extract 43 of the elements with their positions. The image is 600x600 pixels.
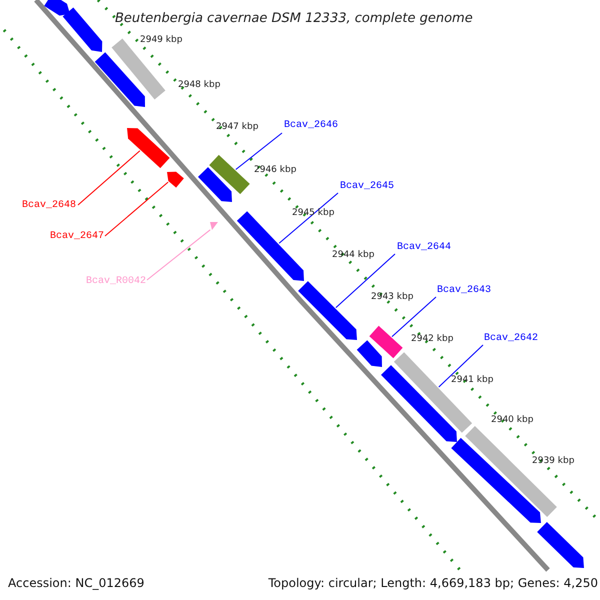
leader-line bbox=[335, 254, 396, 308]
position-label: 2939 kbp bbox=[532, 456, 574, 467]
leader-line bbox=[235, 132, 282, 170]
gene-label: Bcav_2643 bbox=[437, 284, 492, 297]
leader-line bbox=[278, 192, 338, 244]
title: Beutenbergia cavernae DSM 12333, complete genome bbox=[115, 10, 473, 28]
leader-line bbox=[438, 344, 484, 388]
position-label: 2945 kbp bbox=[292, 208, 334, 219]
gene-label: Bcav_2648 bbox=[22, 199, 76, 212]
position-label: 2943 kbp bbox=[371, 292, 414, 303]
gene-label: Bcav_2642 bbox=[484, 332, 538, 345]
position-label: 2944 kbp bbox=[332, 250, 374, 261]
leader-line bbox=[392, 296, 436, 338]
position-label: 2946 kbp bbox=[254, 165, 296, 176]
gene-segment bbox=[127, 128, 170, 168]
gene-label: Bcav_2646 bbox=[284, 119, 338, 132]
position-label: 2947 kbp bbox=[216, 122, 258, 133]
gene-segment bbox=[356, 340, 382, 367]
gene-bar bbox=[465, 426, 557, 517]
gene-label: Bcav_R0042 bbox=[86, 275, 146, 288]
position-label: 2942 kbp bbox=[411, 334, 454, 345]
gene-bar bbox=[209, 154, 250, 194]
gene-segment bbox=[167, 172, 184, 188]
accession-text: Accession: NC_012669 bbox=[8, 575, 144, 592]
gene-segment bbox=[44, 0, 70, 16]
gene-segment bbox=[298, 281, 357, 340]
gene-segment bbox=[62, 8, 102, 52]
gene-segment bbox=[537, 522, 584, 568]
position-label: 2949 kbp bbox=[140, 35, 182, 46]
gene-triangle bbox=[210, 222, 218, 230]
gene-segment bbox=[94, 52, 145, 107]
gene-segment bbox=[198, 167, 232, 202]
gene-bar bbox=[394, 352, 472, 433]
gene-label: Bcav_2647 bbox=[50, 230, 104, 243]
gene-label: Bcav_2644 bbox=[397, 241, 452, 254]
position-label: 2941 kbp bbox=[451, 375, 494, 386]
gene-label: Bcav_2645 bbox=[340, 180, 394, 193]
leader-line bbox=[146, 229, 211, 280]
position-label: 2948 kbp bbox=[178, 80, 220, 91]
position-label: 2940 kbp bbox=[491, 415, 534, 426]
leader-line bbox=[78, 150, 140, 206]
gene-bar bbox=[369, 326, 403, 358]
leader-line bbox=[104, 182, 169, 236]
